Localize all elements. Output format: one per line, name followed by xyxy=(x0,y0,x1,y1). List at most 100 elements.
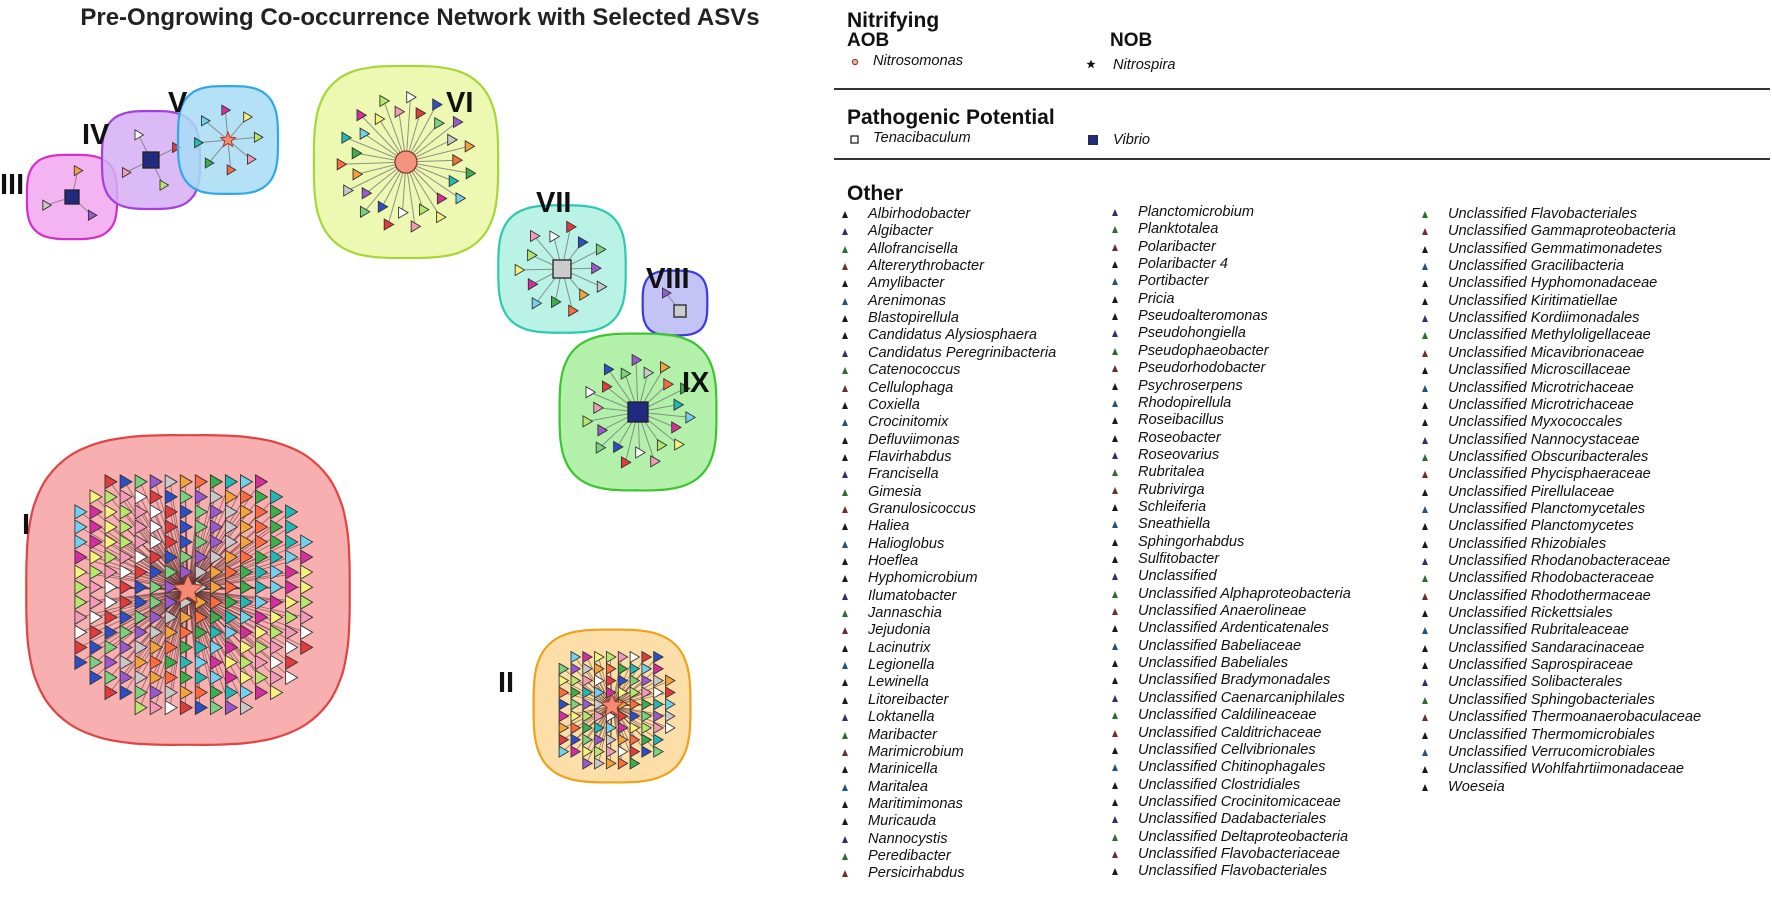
asv-triangle-node xyxy=(224,684,239,701)
asv-triangle-node xyxy=(221,104,232,116)
asv-triangle-node xyxy=(558,721,570,735)
legend-item-label: Litoreibacter xyxy=(868,691,949,708)
legend-item-label: Crocinitomix xyxy=(868,414,949,431)
asv-triangle-node xyxy=(121,166,132,179)
triangle-marker-icon xyxy=(842,505,848,513)
legend-item-label: Roseovarius xyxy=(1138,446,1220,463)
asv-triangle-node xyxy=(300,594,314,610)
asv-triangle-node xyxy=(224,579,239,595)
asv-triangle-node xyxy=(650,455,661,468)
legend-item-label: Unclassified Babeliales xyxy=(1138,655,1289,672)
asv-triangle-node xyxy=(300,564,314,580)
legend-item-label: Unclassified xyxy=(1138,568,1217,585)
triangle-marker-icon xyxy=(842,800,848,808)
asv-triangle-node xyxy=(179,504,194,520)
asv-triangle-node xyxy=(179,489,194,505)
asv-triangle-node xyxy=(194,639,209,656)
triangle-marker-icon xyxy=(1112,746,1118,754)
legend-item-label: Unclassified Methyloligellaceae xyxy=(1448,327,1651,344)
triangle-marker-icon xyxy=(1112,313,1118,321)
asv-triangle-node xyxy=(603,363,615,376)
asv-triangle-node xyxy=(194,624,209,641)
cluster-label: VIII xyxy=(646,263,690,295)
asv-triangle-node xyxy=(379,94,391,108)
legend-item-label: Flavirhabdus xyxy=(868,448,952,465)
legend-item-label: Unclassified Flavobacteriales xyxy=(1448,206,1637,222)
asv-triangle-node xyxy=(663,378,674,391)
asv-triangle-node xyxy=(665,709,676,723)
asv-triangle-node xyxy=(336,158,348,171)
asv-triangle-node xyxy=(224,549,239,565)
asv-triangle-node xyxy=(673,398,685,411)
asv-triangle-node xyxy=(653,662,664,676)
asv-triangle-node xyxy=(164,489,178,505)
triangle-marker-icon xyxy=(842,610,848,618)
legend-item-label: Unclassified Rhizobiales xyxy=(1448,535,1607,552)
legend-item-label: Unclassified Micavibrionaceae xyxy=(1448,344,1645,361)
asv-triangle-node xyxy=(270,564,284,580)
asv-triangle-node xyxy=(179,684,194,701)
asv-triangle-node xyxy=(89,489,103,505)
triangle-marker-icon xyxy=(1422,401,1428,409)
asv-triangle-node xyxy=(641,662,653,676)
asv-triangle-node xyxy=(685,411,697,424)
asv-triangle-node xyxy=(149,699,163,716)
legend-divider-1 xyxy=(834,88,1770,90)
asv-triangle-node xyxy=(270,654,284,671)
legend-item-label: Nannocystis xyxy=(868,830,948,847)
legend-item-label: Persicirhabdus xyxy=(868,865,965,882)
tenacibaculum-square-marker xyxy=(850,135,859,144)
triangle-marker-icon xyxy=(842,297,848,305)
triangle-marker-icon xyxy=(1112,694,1118,702)
legend-item-label: Legionella xyxy=(868,657,935,674)
asv-triangle-node xyxy=(164,504,178,520)
cluster-ix: IX xyxy=(558,332,718,492)
asv-triangle-node xyxy=(579,288,590,301)
cluster-label: VI xyxy=(446,87,473,119)
asv-triangle-node xyxy=(240,684,254,701)
legend-item-label: Unclassified Obscuribacterales xyxy=(1448,448,1649,465)
triangle-marker-icon xyxy=(1112,642,1118,650)
asv-triangle-node xyxy=(255,639,269,656)
asv-triangle-node xyxy=(209,699,224,716)
triangle-marker-icon xyxy=(1422,332,1428,340)
asv-triangle-node xyxy=(406,90,417,104)
legend-item-label: Rubrivirga xyxy=(1138,481,1205,498)
asv-triangle-node xyxy=(671,421,682,434)
triangle-marker-icon xyxy=(1422,453,1428,461)
asv-triangle-node xyxy=(629,757,641,770)
asv-triangle-node xyxy=(629,709,641,723)
hub-node xyxy=(599,693,625,717)
asv-triangle-node xyxy=(74,564,88,580)
asv-triangle-node xyxy=(617,674,629,687)
asv-triangle-node xyxy=(247,153,257,165)
asv-triangle-node xyxy=(119,624,133,641)
asv-triangle-node xyxy=(595,441,607,454)
legend-item-label: Unclassified Nannocystaceae xyxy=(1448,431,1640,448)
asv-triangle-node xyxy=(194,699,209,716)
legend-item-label: Portibacter xyxy=(1138,273,1209,290)
triangle-marker-icon xyxy=(842,627,848,635)
asv-triangle-node xyxy=(270,609,284,626)
triangle-marker-icon xyxy=(1422,263,1428,271)
asv-triangle-node xyxy=(285,519,299,535)
legend-item-label: Unclassified Ardenticatenales xyxy=(1138,620,1329,637)
triangle-marker-icon xyxy=(842,731,848,739)
asv-triangle-node xyxy=(134,639,148,656)
asv-triangle-node xyxy=(89,609,103,626)
asv-triangle-node xyxy=(617,733,629,747)
asv-triangle-node xyxy=(164,669,178,686)
legend-item-label: Jannaschia xyxy=(868,605,942,622)
legend-item-label: Ilumatobacter xyxy=(868,587,957,604)
legend-item-label: Unclassified Thermomicrobiales xyxy=(1448,726,1655,743)
legend-item-label: Unclassified Rubritaleaceae xyxy=(1448,622,1629,639)
legend-item-label: Unclassified Solibacterales xyxy=(1448,674,1623,691)
legend-item-label: Unclassified Planctomycetales xyxy=(1448,500,1646,517)
legend-item-label: Unclassified Verrucomicrobiales xyxy=(1448,743,1656,760)
asv-triangle-node xyxy=(134,684,148,701)
asv-triangle-node xyxy=(104,489,118,505)
triangle-marker-icon xyxy=(842,471,848,479)
triangle-marker-icon xyxy=(842,714,848,722)
asv-triangle-node xyxy=(594,745,605,758)
asv-triangle-node xyxy=(224,654,239,671)
